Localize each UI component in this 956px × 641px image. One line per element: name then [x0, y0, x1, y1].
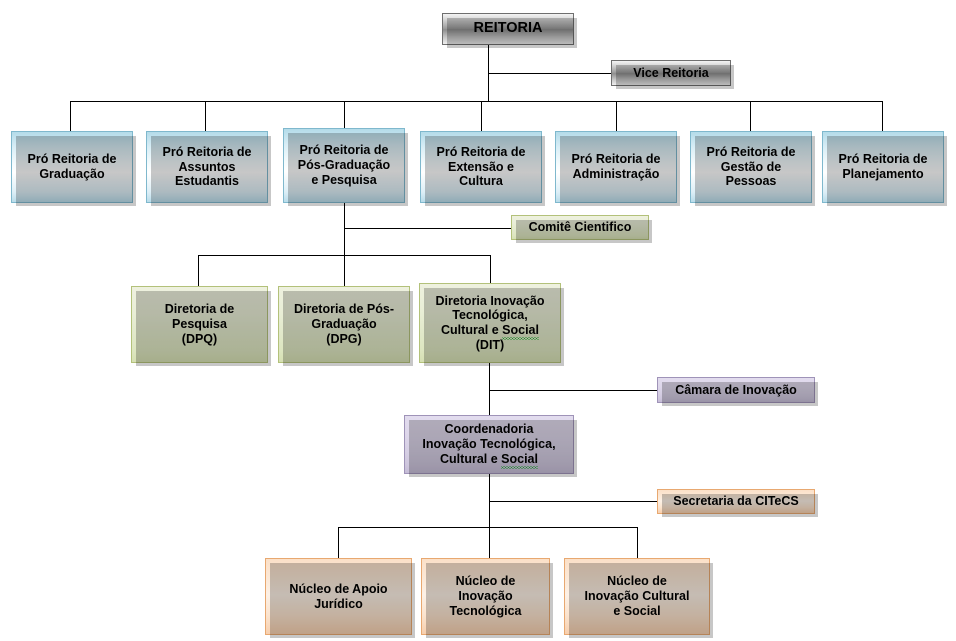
connector-drop-dpq	[198, 255, 199, 286]
connector-coordenadoria-stem	[489, 474, 490, 553]
node-pro-reitoria-planejamento[interactable]: Pró Reitoria de Planejamento	[822, 131, 947, 206]
node-comite-cientifico[interactable]: Comitê Cientifico	[511, 215, 652, 243]
node-pro-reitoria-graduacao-label: Pró Reitoria de Graduação	[27, 152, 117, 181]
node-reitoria-label: REITORIA	[473, 20, 543, 37]
connector-reitoria-vice	[488, 73, 611, 74]
node-comite-cientifico-label: Comitê Cientifico	[528, 220, 632, 235]
node-nucleo-inovacao-cultural-social-label: Núcleo de Inovação Cultural e Social	[584, 574, 690, 618]
connector-drop-nucleo-3	[637, 527, 638, 558]
dit-line-3b: Social	[502, 323, 539, 340]
node-diretoria-pos-graduacao[interactable]: Diretoria de Pós- Graduação (DPG)	[278, 286, 413, 366]
coord-line-1: Coordenadoria	[444, 422, 534, 437]
node-secretaria-citecs[interactable]: Secretaria da CITeCS	[657, 489, 818, 517]
node-diretoria-pesquisa-label: Diretoria de Pesquisa (DPQ)	[164, 302, 235, 346]
node-pro-reitoria-assuntos-estudantis[interactable]: Pró Reitoria de Assuntos Estudantis	[146, 131, 271, 206]
coord-line-2: Inovação Tecnológica,	[422, 437, 556, 452]
node-pro-reitoria-administracao-label: Pró Reitoria de Administração	[571, 152, 661, 181]
node-pro-reitoria-extensao-cultura-label: Pró Reitoria de Extensão e Cultura	[436, 144, 526, 189]
connector-dit-stem	[489, 362, 490, 415]
coord-line-3b: Social	[501, 451, 538, 469]
node-camara-inovacao[interactable]: Câmara de Inovação	[657, 377, 818, 406]
connector-camara-link	[489, 390, 657, 391]
connector-pro-reitoria-bus	[70, 101, 882, 102]
connector-drop-dit	[490, 255, 491, 286]
node-vice-reitoria[interactable]: Vice Reitoria	[611, 60, 734, 89]
connector-drop-3	[344, 101, 345, 131]
node-diretoria-pesquisa[interactable]: Diretoria de Pesquisa (DPQ)	[131, 286, 271, 366]
node-vice-reitoria-label: Vice Reitoria	[633, 65, 709, 80]
node-pro-reitoria-administracao[interactable]: Pró Reitoria de Administração	[555, 131, 680, 206]
node-nucleo-apoio-juridico[interactable]: Núcleo de Apoio Jurídico	[265, 558, 415, 638]
dit-line-1: Diretoria Inovação	[435, 293, 545, 308]
node-secretaria-citecs-label: Secretaria da CITeCS	[673, 494, 799, 509]
node-nucleo-apoio-juridico-label: Núcleo de Apoio Jurídico	[289, 581, 388, 611]
node-nucleo-inovacao-cultural-social[interactable]: Núcleo de Inovação Cultural e Social	[564, 558, 713, 638]
node-camara-inovacao-label: Câmara de Inovação	[675, 382, 797, 397]
node-diretoria-pos-graduacao-label: Diretoria de Pós- Graduação (DPG)	[293, 302, 395, 346]
node-reitoria[interactable]: REITORIA	[442, 13, 577, 48]
connector-drop-4	[481, 101, 482, 131]
node-pro-reitoria-gestao-pessoas[interactable]: Pró Reitoria de Gestão de Pessoas	[690, 131, 815, 206]
coord-line-3a: Cultural e	[440, 451, 502, 466]
connector-drop-6	[750, 101, 751, 131]
node-nucleo-inovacao-tecnologica-label: Núcleo de Inovação Tecnológica	[449, 574, 522, 618]
connector-pos-pesquisa-stem	[344, 203, 345, 286]
node-pro-reitoria-extensao-cultura[interactable]: Pró Reitoria de Extensão e Cultura	[420, 131, 545, 206]
node-nucleo-inovacao-tecnologica[interactable]: Núcleo de Inovação Tecnológica	[421, 558, 553, 638]
connector-drop-7	[882, 101, 883, 131]
connector-secretaria-link	[489, 501, 657, 502]
connector-drop-dpg	[344, 255, 345, 286]
connector-drop-1	[70, 101, 71, 131]
node-pro-reitoria-planejamento-label: Pró Reitoria de Planejamento	[838, 152, 928, 181]
connector-drop-nucleo-1	[338, 527, 339, 558]
connector-drop-2	[205, 101, 206, 131]
node-pro-reitoria-pos-graduacao-pesquisa[interactable]: Pró Reitoria de Pós-Graduação e Pesquisa	[283, 128, 408, 206]
connector-nucleo-bus	[338, 527, 638, 528]
node-pro-reitoria-pos-graduacao-pesquisa-label: Pró Reitoria de Pós-Graduação e Pesquisa	[297, 143, 391, 187]
connector-drop-nucleo-2	[489, 527, 490, 558]
node-pro-reitoria-gestao-pessoas-label: Pró Reitoria de Gestão de Pessoas	[706, 144, 796, 189]
dit-line-2: Tecnológica,	[452, 308, 528, 323]
connector-comite-link	[344, 228, 511, 229]
node-pro-reitoria-graduacao[interactable]: Pró Reitoria de Graduação	[11, 131, 136, 206]
connector-drop-5	[616, 101, 617, 131]
node-pro-reitoria-assuntos-estudantis-label: Pró Reitoria de Assuntos Estudantis	[162, 144, 252, 189]
dit-line-4: (DIT)	[475, 337, 505, 352]
dit-line-3a: Cultural e	[441, 323, 503, 337]
